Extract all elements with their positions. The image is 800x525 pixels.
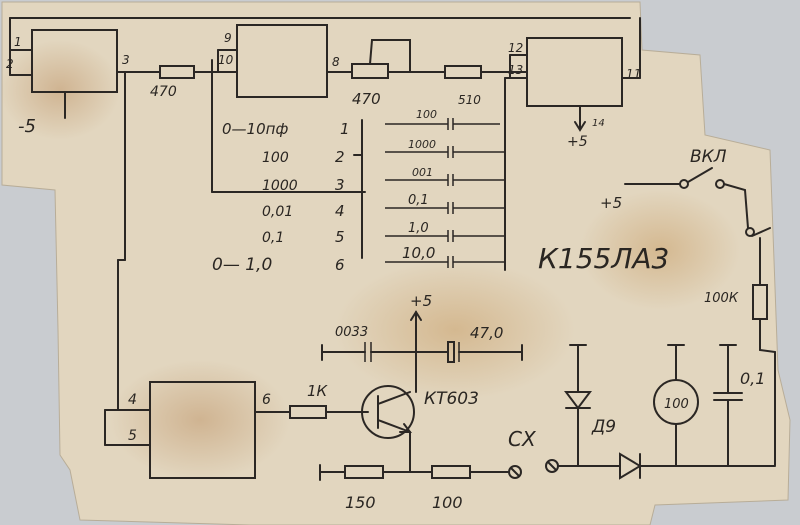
range-left: 1000 xyxy=(262,178,298,194)
capacitor-value: 47,0 xyxy=(470,324,503,342)
paper-stain xyxy=(580,190,740,310)
cx-label: СХ xyxy=(508,427,537,451)
range-capacitor-row xyxy=(385,230,505,242)
range-number: 6 xyxy=(335,256,345,274)
supply-label: +5 xyxy=(600,194,622,212)
range-right: 0,1 xyxy=(408,193,429,208)
gate-1 xyxy=(31,29,118,93)
range-capacitor-row xyxy=(385,202,505,214)
range-right: 1000 xyxy=(408,138,436,151)
gate-2 xyxy=(236,24,328,98)
range-capacitor-row xyxy=(385,256,505,268)
pin-label: 4 xyxy=(128,392,137,408)
pin-label: 3 xyxy=(122,53,130,67)
range-capacitor-row xyxy=(385,146,505,158)
pin-label: 1 xyxy=(14,35,22,49)
pin-label: 9 xyxy=(224,31,232,45)
pin-label: 5 xyxy=(128,428,137,444)
range-left: 0,01 xyxy=(262,204,293,220)
diode xyxy=(619,452,642,480)
range-number: 5 xyxy=(335,228,345,246)
resistor-value: 470 xyxy=(150,84,177,100)
diode-label: Д9 xyxy=(591,417,616,437)
range-left: 0— 1,0 xyxy=(212,255,272,275)
transistor xyxy=(361,385,415,439)
pin-label: 12 xyxy=(508,41,523,55)
resistor-value: 1К xyxy=(307,382,329,400)
paper-stain xyxy=(110,360,290,480)
chip-title: К155ЛА3 xyxy=(538,242,669,275)
resistor-value: 510 xyxy=(458,93,481,107)
paper-stain xyxy=(0,40,120,140)
range-right: 100 xyxy=(416,108,437,121)
cx-terminal xyxy=(508,465,522,479)
range-number: 1 xyxy=(340,120,350,138)
gate-4 xyxy=(149,381,256,479)
range-right: 10,0 xyxy=(402,244,435,262)
switch-terminal xyxy=(745,227,755,237)
capacitor-value: 0033 xyxy=(335,325,368,340)
range-left: 100 xyxy=(262,150,289,166)
resistor-value: 100К xyxy=(704,291,739,306)
pin-label: 13 xyxy=(508,63,523,77)
capacitor-electrolytic xyxy=(447,341,455,363)
range-number: 2 xyxy=(335,148,345,166)
pin-label: 2 xyxy=(6,57,14,71)
resistor-value: 150 xyxy=(345,493,376,512)
potentiometer-value: 470 xyxy=(352,90,381,108)
supply-label: -5 xyxy=(18,116,36,137)
range-left: 0—10пф xyxy=(222,120,288,138)
range-capacitor-row xyxy=(385,118,500,130)
range-right: 001 xyxy=(412,166,433,179)
range-left: 0,1 xyxy=(262,230,284,246)
range-capacitor-row xyxy=(385,174,505,186)
switch-label: ВКЛ xyxy=(690,147,727,167)
switch-terminal xyxy=(679,179,689,189)
range-number: 4 xyxy=(335,202,345,220)
gate-3 xyxy=(526,37,623,107)
pin-label: 8 xyxy=(332,55,340,69)
pin-label: 6 xyxy=(262,392,271,408)
pin-label: 14 xyxy=(592,118,605,129)
capacitor-value: 0,1 xyxy=(740,369,765,388)
transistor-label: КТ603 xyxy=(424,389,479,409)
diode xyxy=(564,391,592,410)
range-number: 3 xyxy=(335,176,345,194)
supply-label: +5 xyxy=(410,292,432,310)
paper-stain xyxy=(335,260,575,400)
range-right: 1,0 xyxy=(408,221,429,236)
pin-label: 10 xyxy=(218,53,234,67)
meter-value: 100 xyxy=(664,397,689,412)
resistor-value: 100 xyxy=(432,493,463,512)
supply-label: +5 xyxy=(567,134,588,150)
